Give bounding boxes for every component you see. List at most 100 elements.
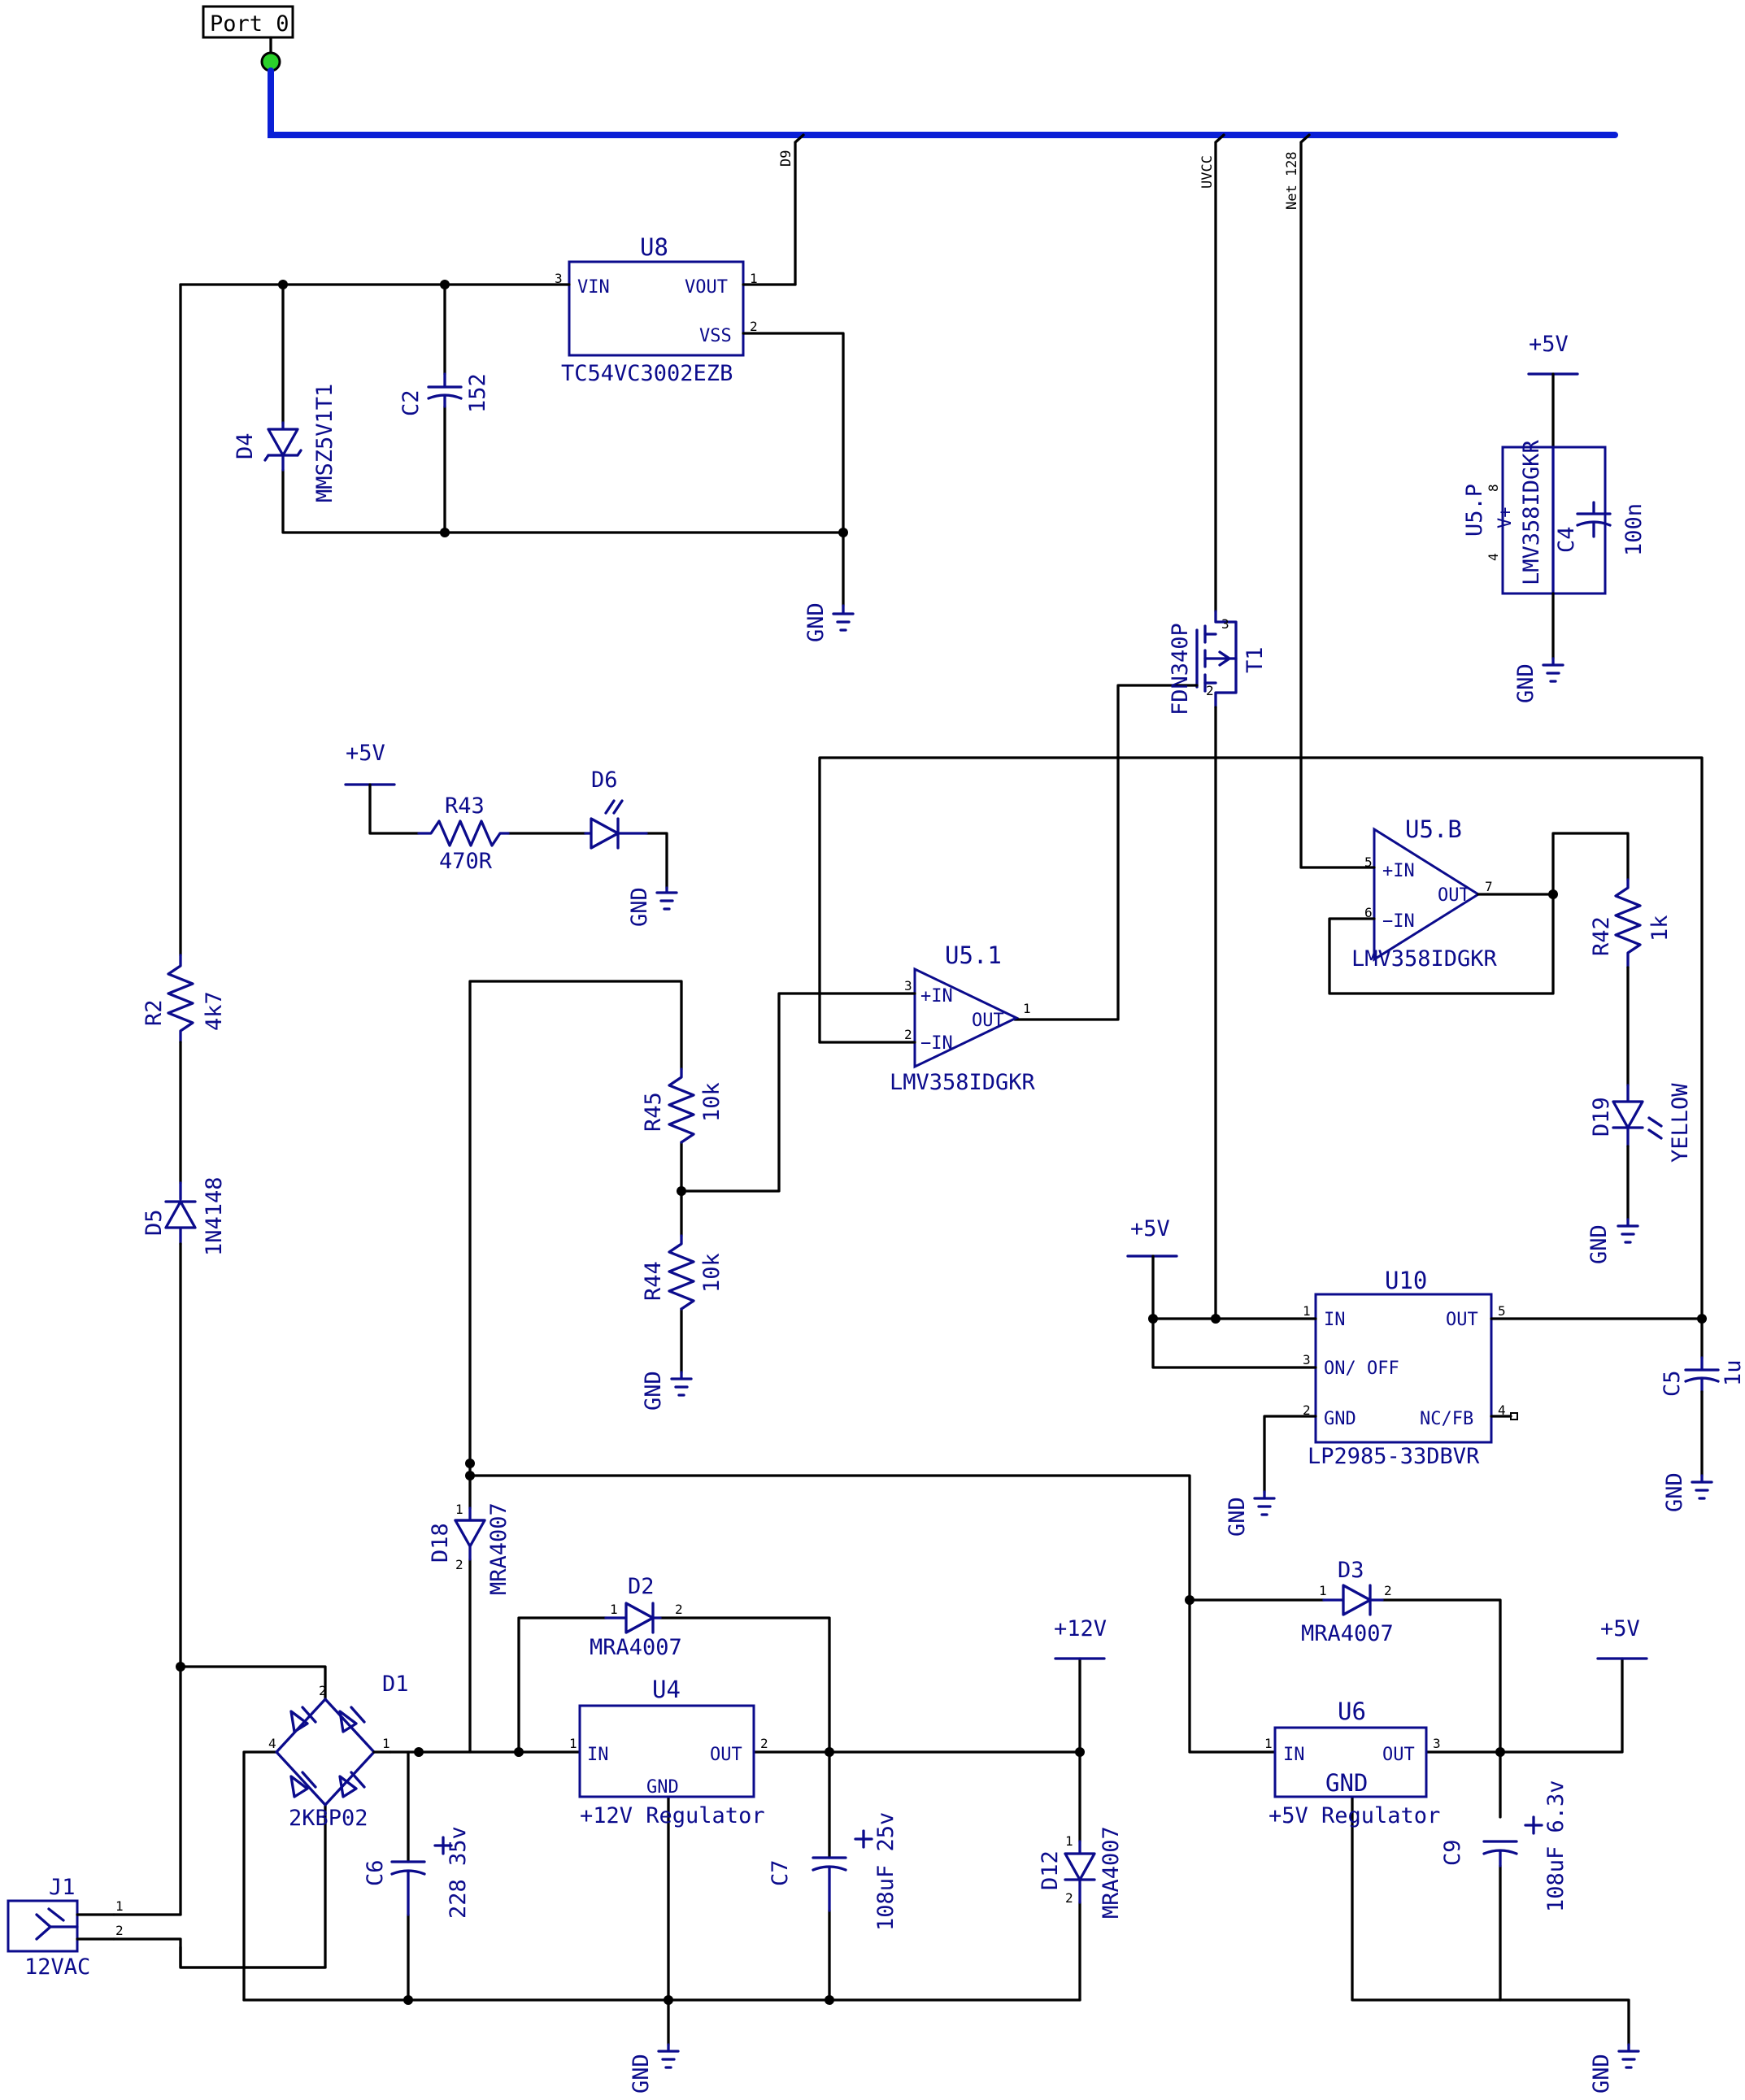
d3-part: MRA4007 xyxy=(1301,1621,1394,1646)
d5-ref: D5 xyxy=(141,1209,167,1236)
u6-5v-regulator[interactable]: U6 IN OUT GND +5V Regulator 1 3 xyxy=(1264,1698,1441,1828)
pin-number: 1 xyxy=(115,1898,124,1914)
r43-resistor[interactable]: R43 470R xyxy=(417,793,510,874)
pin-number: 1 xyxy=(1023,1001,1031,1016)
d4-part: MMSZ5V1T1 xyxy=(312,384,337,502)
pin-number: 1 xyxy=(569,1736,577,1751)
u51-opamp[interactable]: U5.1 +IN −IN OUT LMV358IDGKR 3 2 1 xyxy=(890,941,1036,1095)
pin-number: 8 xyxy=(1486,484,1501,492)
gnd-symbol-u4: GND xyxy=(629,2043,680,2093)
t1-ref: T1 xyxy=(1242,646,1268,673)
wires-power-section: +5V +12V xyxy=(112,1459,1648,2046)
d18-ref: D18 xyxy=(428,1523,453,1563)
c7-ref: C7 xyxy=(768,1859,793,1886)
c9-capacitor[interactable]: C9 108uF 6.3v xyxy=(1440,1780,1569,1912)
port-0[interactable]: Port 0 xyxy=(202,5,294,72)
r42-ref: R42 xyxy=(1589,916,1614,956)
c7-value: 108uF 25v xyxy=(873,1812,899,1931)
pin-number: 1 xyxy=(1303,1303,1311,1319)
r44-value: 10k xyxy=(699,1253,725,1293)
d19-ref: D19 xyxy=(1589,1097,1614,1137)
bus-entries xyxy=(794,133,1311,869)
gnd-label: GND xyxy=(1586,1224,1612,1264)
t1-part: FDN340P xyxy=(1168,623,1193,715)
gnd-label: GND xyxy=(803,602,829,642)
c9-value: 108uF 6.3v xyxy=(1543,1780,1569,1912)
wires-u51 xyxy=(680,992,916,1193)
power-label: +5V xyxy=(1130,1216,1170,1241)
pin-number: 3 xyxy=(555,271,563,286)
wires-u8 xyxy=(179,280,848,957)
r2-resistor[interactable]: R2 4k7 xyxy=(141,954,227,1044)
t1-mosfet[interactable]: FDN340P T1 3 2 xyxy=(1013,610,1268,1320)
u4-12v-regulator[interactable]: U4 IN OUT GND +12V Regulator 1 2 xyxy=(569,1676,768,1828)
power-label: +5V xyxy=(1600,1616,1640,1641)
net-d9: D9 xyxy=(778,150,794,167)
c6-ref: C6 xyxy=(363,1859,388,1886)
c2-capacitor[interactable]: C2 152 xyxy=(398,372,490,416)
gnd-symbol-r44: GND xyxy=(641,1371,693,1411)
pin-number: 7 xyxy=(1485,879,1493,894)
net-uvcc: UVCC xyxy=(1199,155,1216,189)
u51-out: OUT xyxy=(972,1011,1004,1031)
d19-led[interactable]: D19 YELLOW xyxy=(1589,1083,1693,1163)
power-5v-r43: +5V xyxy=(344,741,668,889)
gnd-label: GND xyxy=(1513,663,1538,703)
u6-caption: +5V Regulator xyxy=(1268,1803,1440,1828)
c7-capacitor[interactable]: C7 108uF 25v xyxy=(768,1812,899,1931)
wire-5v-loop xyxy=(818,756,1704,1359)
c5-capacitor[interactable]: C5 1u GND xyxy=(1660,1356,1745,1512)
j1-value: 12VAC xyxy=(24,1954,90,1980)
d18-diode[interactable]: D18 MRA4007 1 2 xyxy=(428,1502,511,1595)
u10-in: IN xyxy=(1324,1310,1346,1330)
pin-number: 1 xyxy=(750,271,758,286)
wires-divider xyxy=(468,980,686,1465)
u8-voltage-detector[interactable]: U8 VIN VOUT VSS TC54VC3002EZB 3 1 2 xyxy=(555,233,758,386)
pin-number: 1 xyxy=(1065,1833,1073,1849)
u10-ldo-regulator[interactable]: U10 IN OUT ON/ OFF GND NC/FB LP2985-33DB… xyxy=(1303,1267,1518,1469)
u5p-ref: U5.P xyxy=(1462,484,1487,537)
c9-ref: C9 xyxy=(1440,1839,1465,1866)
d2-diode[interactable]: D2 MRA4007 1 2 xyxy=(590,1574,683,1660)
u51-inp: +IN xyxy=(920,986,953,1007)
u51-ref: U5.1 xyxy=(945,941,1002,969)
r45-ref: R45 xyxy=(641,1092,666,1132)
u5p-power-block[interactable]: +5V U5.P LMV358IDGKR V+ 8 4 C4 100n GND xyxy=(1462,332,1647,703)
r45-resistor[interactable]: R45 10k xyxy=(641,1067,725,1144)
wires-u10: +5V GND xyxy=(1126,1216,1707,1537)
d5-diode[interactable]: D5 1N4148 xyxy=(141,1176,227,1256)
gnd-symbol-d19: GND xyxy=(1586,1218,1639,1264)
j1-connector[interactable]: J1 12VAC 1 2 xyxy=(7,1875,124,1980)
pin-number: 2 xyxy=(1206,683,1214,698)
r2-ref: R2 xyxy=(141,999,167,1026)
pin-number: 6 xyxy=(1364,905,1373,920)
pin-number: 2 xyxy=(675,1602,683,1617)
u5b-opamp[interactable]: U5.B +IN −IN OUT LMV358IDGKR 5 6 7 xyxy=(1351,815,1498,972)
c6-capacitor[interactable]: C6 228 35v xyxy=(363,1826,471,1919)
d12-diode[interactable]: D12 MRA4007 1 2 xyxy=(1038,1826,1124,1919)
r2-value: 4k7 xyxy=(202,991,227,1031)
r44-resistor[interactable]: R44 10k xyxy=(641,1234,725,1311)
u6-ref: U6 xyxy=(1338,1698,1366,1725)
c5-ref: C5 xyxy=(1660,1370,1685,1397)
power-label: +5V xyxy=(346,741,385,766)
u5p-part: LMV358IDGKR xyxy=(1519,439,1544,585)
bus-line xyxy=(268,67,1618,138)
d6-led[interactable]: D6 xyxy=(584,767,648,850)
pin-number: 4 xyxy=(268,1736,276,1751)
u8-part: TC54VC3002EZB xyxy=(561,361,733,386)
d1-bridge-rectifier[interactable]: D1 2KBP02 2 4 1 xyxy=(268,1672,409,1831)
r42-resistor[interactable]: R42 1k xyxy=(1589,878,1673,969)
u51-inn: −IN xyxy=(920,1033,953,1054)
u4-caption: +12V Regulator xyxy=(580,1803,765,1828)
gnd-label: GND xyxy=(641,1371,666,1411)
pin-number: 2 xyxy=(1303,1402,1311,1418)
u10-part: LP2985-33DBVR xyxy=(1308,1444,1480,1469)
d3-diode[interactable]: D3 MRA4007 1 2 xyxy=(1301,1558,1394,1646)
c2-value: 152 xyxy=(465,373,490,413)
c5-value: 1u xyxy=(1721,1359,1745,1386)
d4-zener-diode[interactable]: D4 MMSZ5V1T1 xyxy=(233,384,337,502)
wires-u5b xyxy=(1299,832,1630,995)
c6-value: 228 35v xyxy=(446,1826,471,1919)
pin-number: 3 xyxy=(1221,616,1229,632)
